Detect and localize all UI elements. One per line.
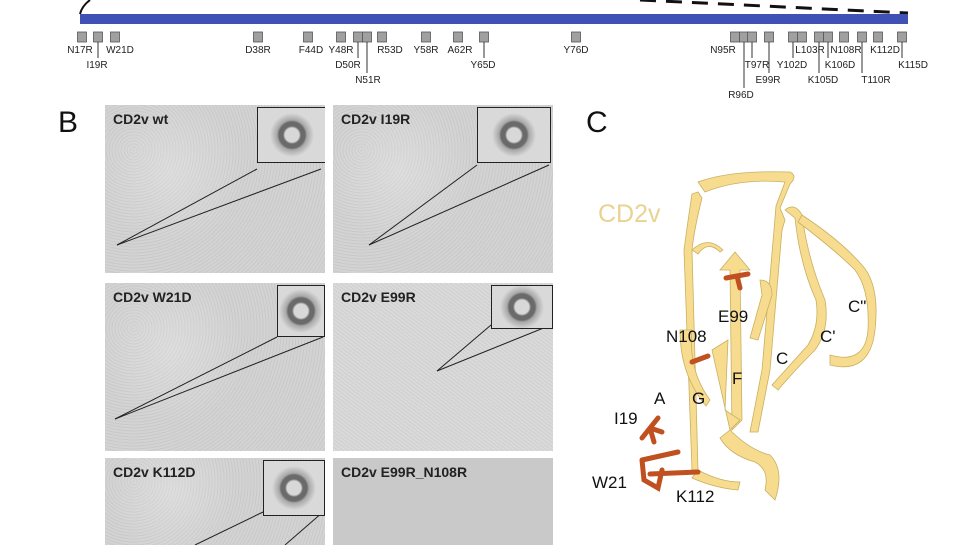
strand-label-c-double-prime: C" [848,297,866,316]
mutation-label: N51R [355,75,381,86]
mutation-marker [873,31,883,43]
mutation-label: K105D [808,75,839,86]
mutation-label: A62R [447,45,472,56]
zoom-inset [263,460,325,516]
mutation-label: Y48R [328,45,353,56]
mutation-marker [823,31,833,43]
strand-label-f: F [732,369,742,388]
mutation-marker [788,31,798,43]
panel-b-letter: B [58,106,79,139]
mutation-label: Y76D [563,45,588,56]
mutation-label: Y58R [413,45,438,56]
mutation-label: E99R [755,75,780,86]
micrograph-wt: CD2v wt [105,105,325,273]
mutation-marker [77,31,87,43]
mutation-marker [747,31,757,43]
micrograph-w21d: CD2v W21D [105,283,325,451]
mutation-marker [730,31,740,43]
strand-label-g: G [692,389,705,408]
mutation-marker [764,31,774,43]
mutation-marker [857,31,867,43]
mutation-label: D50R [335,60,361,71]
mutation-marker [814,31,824,43]
mutation-marker [421,31,431,43]
residue-n108 [689,353,711,365]
micrograph-title: CD2v K112D [113,464,196,480]
mutation-label: K115D [898,60,928,71]
sequence-bar [80,14,908,24]
mutation-marker [110,31,120,43]
mutation-label: K106D [825,60,856,71]
mutation-marker [377,31,387,43]
micrograph-title: CD2v E99R [341,289,416,305]
mutation-label: I19R [86,60,107,71]
mutation-marker [93,31,103,43]
mutation-map: N17R I19R W21D D38R F44D Y48R D50R N51R R53D Y58R… [67,0,928,101]
mutation-label: N95R [710,45,736,56]
mutation-label: F44D [299,45,323,56]
residue-label-n108: N108 [666,327,707,346]
mutation-marker [453,31,463,43]
mutation-label: D38R [245,45,271,56]
zoom-inset [491,285,553,329]
strand-label-c-prime: C' [820,327,836,346]
zoom-inset [257,107,325,163]
zoom-inset [477,107,551,163]
mutation-marker [479,31,489,43]
micrograph-title: CD2v E99R_N108R [341,464,468,480]
mutation-label: Y102D [777,60,808,71]
panel-c-letter: C [586,106,608,139]
mutation-marker [336,31,346,43]
micrograph-title: CD2v W21D [113,289,192,305]
residue-i19 [639,415,665,445]
mutation-label: T97R [745,60,769,71]
residue-label-i19: I19 [614,409,638,428]
mutation-label: Y65D [470,60,495,71]
residue-sticks [639,271,751,492]
mutation-marker [797,31,807,43]
mutation-label: N17R [67,45,93,56]
mutation-label: R53D [377,45,403,56]
mutation-label: W21D [106,45,134,56]
micrograph-e99r-n108r: CD2v E99R_N108R [333,458,553,545]
ribbon [679,171,877,501]
micrograph-title: CD2v wt [113,111,169,127]
mutation-label: T110R [861,75,890,86]
mutation-marker [253,31,263,43]
micrograph-e99r: CD2v E99R [333,283,553,451]
residue-label-w21: W21 [592,473,627,492]
zoom-inset [277,285,325,337]
mutation-label: R96D [728,90,754,101]
mutation-marker [362,31,372,43]
mutation-label: L103R [795,45,824,56]
residue-w21-k112 [639,449,701,492]
protein-label: CD2v [598,200,661,228]
mutation-marker [571,31,581,43]
strand-label-a: A [654,389,666,408]
micrograph-k112d: CD2v K112D [105,458,325,545]
mutation-marker [897,31,907,43]
residue-e99 [723,271,751,291]
left-connector [79,0,91,15]
micrograph-i19r: CD2v I19R [333,105,553,273]
micrograph-title: CD2v I19R [341,111,411,127]
strand-label-c: C [776,349,788,368]
residue-label-e99: E99 [718,307,748,326]
mutation-label: K112D [870,45,900,56]
residue-label-k112: K112 [676,487,714,506]
mutation-label: N108R [830,45,861,56]
dashed-connector [639,0,909,15]
cd2v-structure: CD2v A G F C C' C" E99 N108 I19 W21 K112 [592,171,877,506]
mutation-marker [303,31,313,43]
mutation-marker [839,31,849,43]
mutation-marker [353,31,363,43]
